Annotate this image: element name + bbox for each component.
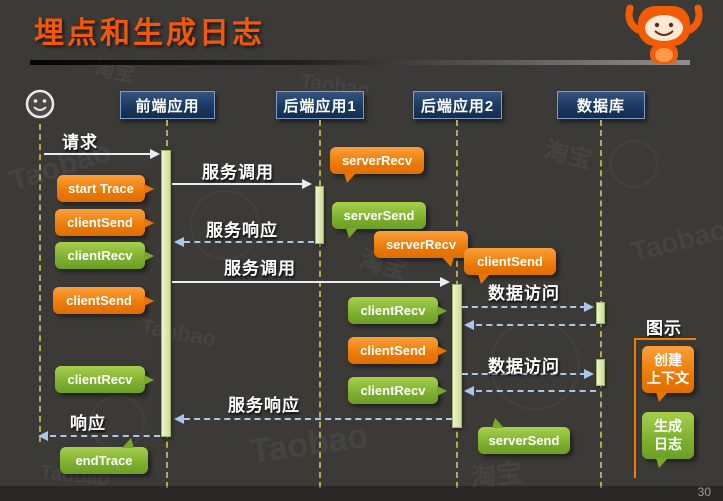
background-doodle: Taobao — [247, 416, 371, 472]
bubble-client-recv-1: clientRecv — [55, 242, 154, 269]
activation-database-2 — [596, 359, 605, 386]
arrow-db-access-1-request-head — [584, 302, 594, 312]
bubble-server-send-backend1: serverSend — [332, 202, 426, 238]
arrow-request-line — [44, 153, 152, 155]
user-smiley-icon — [24, 88, 56, 125]
message-label-service-call-1: 服务调用 — [202, 163, 274, 182]
arrow-service-response-2-line — [184, 418, 452, 420]
page-title: 埋点和生成日志 — [34, 17, 265, 50]
bubble-client-send-2: clientSend — [53, 287, 154, 314]
arrow-db-access-1-return-line — [476, 324, 596, 326]
activation-frontend — [161, 150, 171, 437]
arrow-db-access-2-request-line — [462, 373, 586, 375]
actor-box-backend1: 后端应用1 — [276, 91, 364, 119]
bubble-client-recv-2: clientRecv — [55, 366, 154, 393]
arrow-service-call-2-line — [172, 281, 442, 283]
bubble-client-recv-backend2-1: clientRecv — [348, 297, 447, 324]
message-label-service-response-2: 服务响应 — [228, 396, 300, 415]
title-divider — [30, 60, 690, 65]
arrow-service-response-1-line — [184, 241, 314, 243]
background-doodle: Taobao — [138, 313, 219, 352]
legend-item-create-context: 创建 上下文 — [642, 346, 694, 402]
background-doodle: 淘宝 — [92, 57, 137, 87]
arrow-service-call-1-line — [172, 183, 304, 185]
background-doodle: 淘宝 — [541, 136, 595, 175]
bubble-server-recv-backend1: serverRecv — [330, 147, 424, 183]
message-label-request: 请求 — [62, 133, 98, 152]
bubble-start-trace: start Trace — [57, 175, 154, 202]
arrow-service-response-1-head — [174, 237, 184, 247]
arrow-db-access-2-request-head — [584, 369, 594, 379]
arrow-db-access-1-request-line — [462, 306, 586, 308]
background-ring — [190, 190, 260, 260]
activation-backend1 — [315, 186, 324, 244]
legend-bracket-side — [634, 338, 636, 478]
background-ring — [490, 320, 580, 410]
message-label-service-response-1: 服务响应 — [206, 221, 278, 240]
actor-box-frontend: 前端应用 — [120, 91, 215, 119]
activation-database-1 — [596, 302, 605, 324]
actor-box-backend2: 后端应用2 — [413, 91, 502, 119]
message-label-db-access-1: 数据访问 — [488, 284, 560, 303]
arrow-db-access-2-return-line — [476, 390, 596, 392]
legend-title: 图示 — [646, 319, 682, 338]
background-ring — [610, 140, 658, 188]
bubble-client-send-backend2-1: clientSend — [464, 248, 556, 284]
footer-strip — [0, 486, 723, 501]
message-label-response: 响应 — [70, 414, 106, 433]
background-doodle: Taobao — [627, 213, 723, 268]
taobao-mascot-icon — [622, 2, 706, 73]
arrow-request-head — [150, 149, 160, 159]
arrow-db-access-2-return-head — [464, 386, 474, 396]
bubble-client-send-1: clientSend — [55, 209, 154, 236]
actor-box-database: 数据库 — [557, 91, 645, 119]
bubble-client-recv-backend2-2: clientRecv — [348, 377, 447, 404]
message-label-service-call-2: 服务调用 — [224, 259, 296, 278]
page-number: 30 — [697, 485, 711, 499]
bubble-server-recv-backend2: serverRecv — [374, 231, 468, 267]
arrow-response-line — [50, 435, 160, 437]
arrow-service-response-2-head — [174, 414, 184, 424]
arrow-service-call-2-head — [440, 277, 450, 287]
legend-bracket-top — [634, 338, 696, 340]
activation-backend2 — [452, 284, 462, 428]
message-label-db-access-2: 数据访问 — [488, 357, 560, 376]
bubble-end-trace: endTrace — [60, 438, 148, 474]
arrow-response-head — [38, 431, 48, 441]
lifeline-user — [39, 124, 41, 442]
arrow-db-access-1-return-head — [464, 320, 474, 330]
bubble-client-send-backend2-2: clientSend — [348, 337, 447, 364]
legend-item-generate-log: 生成 日志 — [642, 412, 694, 468]
lifeline-backend1 — [319, 120, 321, 488]
arrow-service-call-1-head — [302, 179, 312, 189]
bubble-server-send-backend2: serverSend — [478, 418, 570, 454]
